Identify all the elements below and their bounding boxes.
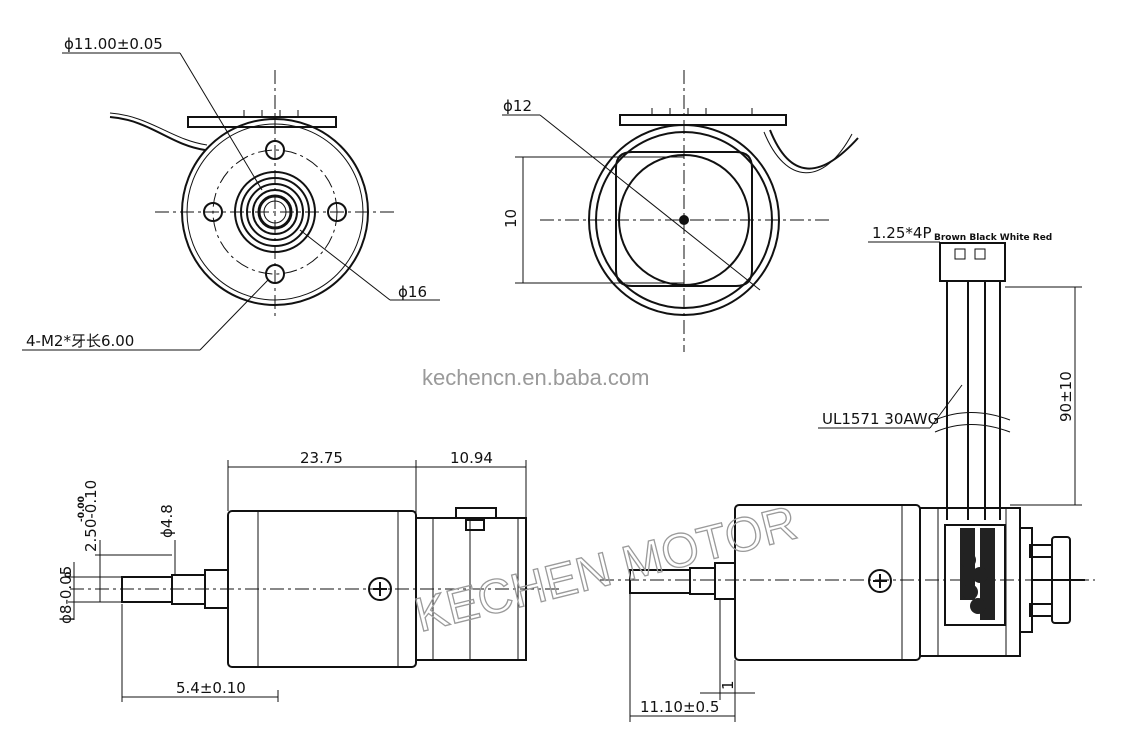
label-shaft-flat-len: 5.4±0.10 xyxy=(176,679,246,697)
label-side-shaft-len: 11.10±0.5 xyxy=(640,698,719,716)
label-pilot-dia: ϕ4.8 xyxy=(158,504,176,538)
label-shaft-dia: ϕ8-0.05 xyxy=(57,566,75,624)
label-encoder-length: 10.94 xyxy=(450,449,493,467)
label-wire-colors: Brown Black White Red xyxy=(934,233,1052,243)
rear-view xyxy=(502,70,859,352)
label-rear-dia: ϕ12 xyxy=(503,97,532,115)
label-front-bore-dia: ϕ11.00±0.05 xyxy=(64,35,163,53)
label-rear-flat: 10 xyxy=(502,209,520,228)
label-front-pcd: ϕ16 xyxy=(398,283,427,301)
connector-view xyxy=(818,241,1082,520)
label-flat-depth-tol: -0.00 xyxy=(77,496,87,522)
label-wire-spec: UL1571 30AWG xyxy=(822,410,939,428)
label-body-length: 23.75 xyxy=(300,449,343,467)
watermark-url: kechencn.en.baba.com xyxy=(422,365,650,390)
label-front-holes: 4-M2*牙长6.00 xyxy=(26,332,134,350)
label-flat-depth: 2.50-0.10 xyxy=(82,480,100,552)
front-view xyxy=(22,52,440,351)
label-lead-length: 90±10 xyxy=(1057,371,1075,422)
dimension-labels: ϕ11.00±0.05 ϕ16 4-M2*牙长6.00 ϕ12 10 1.25*… xyxy=(26,35,1075,716)
label-connector: 1.25*4P xyxy=(872,224,932,242)
side-view-left xyxy=(68,460,560,702)
label-side-pilot: 1 xyxy=(719,680,737,690)
label-shaft-dia-tol: 0 xyxy=(64,572,74,578)
side-view-right xyxy=(600,504,1095,722)
